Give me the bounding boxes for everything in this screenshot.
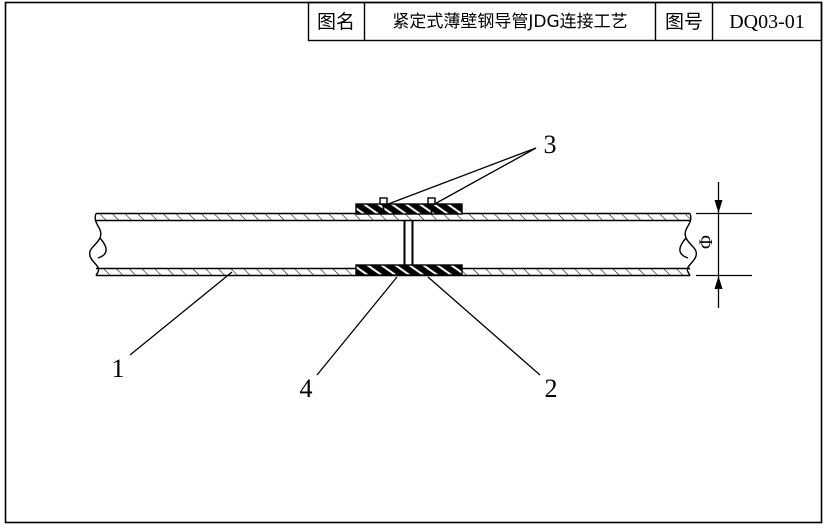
- leader-line-1: [129, 271, 233, 356]
- dim-arrow-bottom: [714, 276, 723, 289]
- callout-label-1: 1: [112, 354, 125, 383]
- pipe-break-right-bulge: [679, 237, 689, 259]
- pipe-break-left-bulge: [97, 237, 107, 259]
- leader-line-3a: [382, 147, 537, 207]
- coupling-sleeve: [355, 197, 463, 276]
- leader-line-2: [427, 276, 541, 376]
- title-label-name: 图名: [317, 11, 355, 33]
- leader-line-3b: [430, 147, 537, 207]
- title-drawing-number: DQ03-01: [729, 11, 805, 33]
- title-drawing-name: 紧定式薄壁钢导管JDG连接工艺: [392, 12, 627, 32]
- pipe-break-right: [684, 213, 698, 276]
- diameter-dimension: [696, 182, 752, 308]
- leader-line-4: [316, 276, 398, 376]
- dim-arrow-top: [714, 200, 723, 213]
- pipe-joint-gap: [403, 221, 414, 268]
- callout-label-4: 4: [300, 374, 313, 403]
- title-block: [307, 1, 823, 42]
- diameter-symbol: Φ: [696, 235, 717, 249]
- title-block-box: [307, 1, 823, 42]
- coupling-sleeve-bottom: [355, 264, 463, 276]
- callout-label-2: 2: [545, 374, 558, 403]
- title-label-number: 图号: [665, 11, 703, 33]
- pipe-break-left: [88, 213, 102, 276]
- callout-label-3: 3: [544, 130, 557, 159]
- coupling-sleeve-top: [355, 203, 463, 215]
- callout-leaders: [129, 147, 541, 376]
